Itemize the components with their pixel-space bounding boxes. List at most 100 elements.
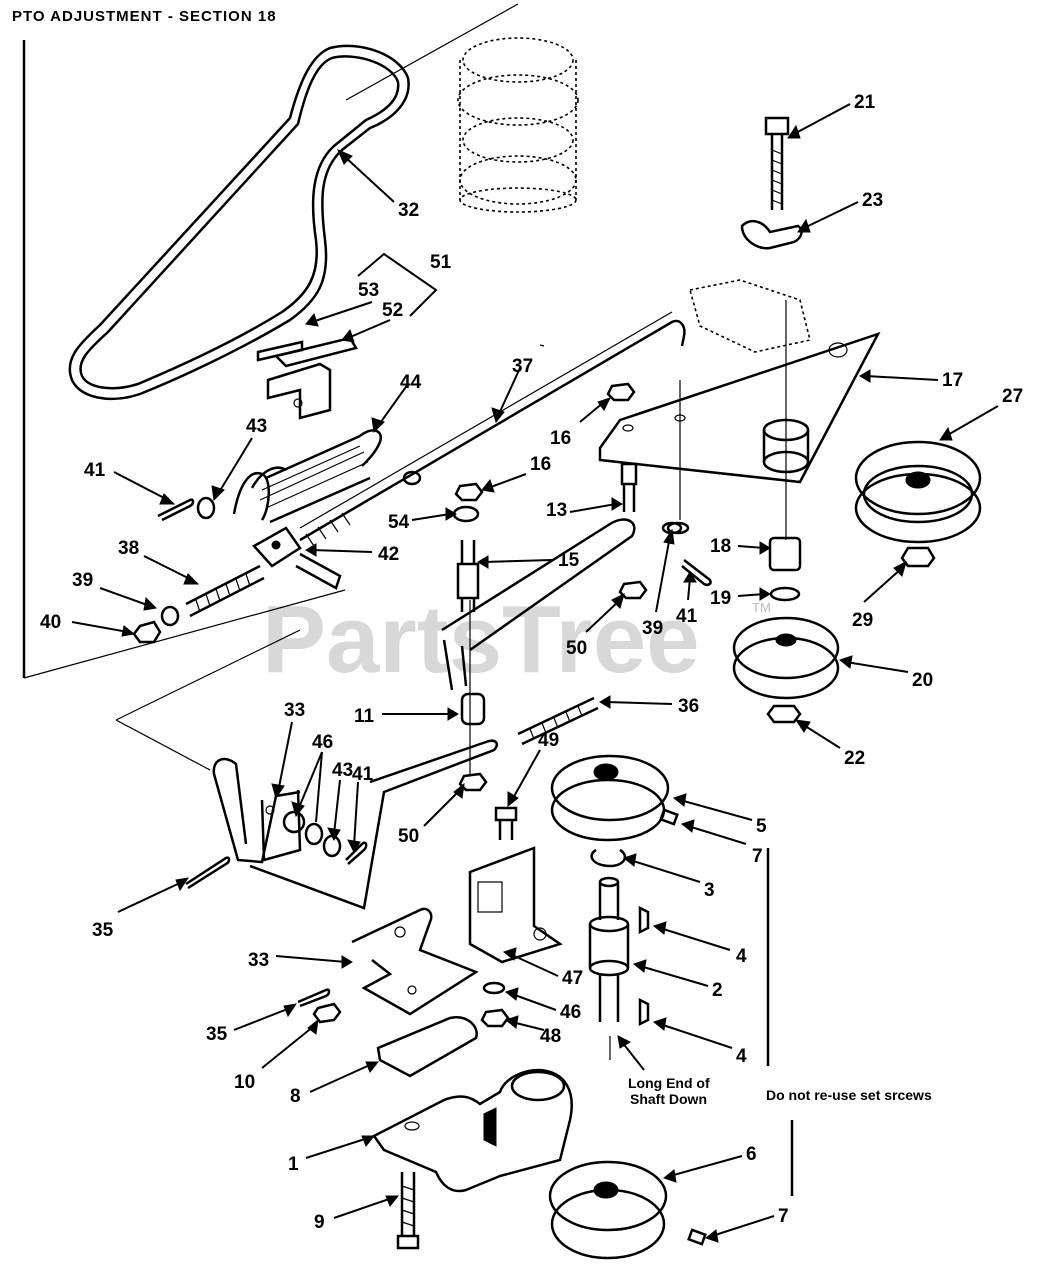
callout-50: 50: [566, 638, 587, 659]
bracket-47: [468, 846, 563, 964]
stud-13: [620, 462, 638, 512]
callout-32: 32: [398, 200, 419, 221]
callout-19: 19: [710, 588, 731, 609]
set-screw-7: [659, 808, 679, 826]
washer-46b: [304, 822, 324, 846]
callout-1: 1: [288, 1154, 299, 1175]
callout-27: 27: [1002, 386, 1023, 407]
washer-39: [160, 605, 180, 627]
callout-46: 46: [312, 732, 333, 753]
nut-16: [454, 482, 484, 502]
callout-4b: 4: [736, 1046, 747, 1067]
callout-39: 39: [72, 570, 93, 591]
callout-23: 23: [862, 190, 883, 211]
callout-7: 7: [752, 846, 763, 867]
belt-32: [68, 44, 410, 401]
callout-7b: 7: [778, 1206, 789, 1227]
callout-50b: 50: [398, 826, 419, 847]
callout-22: 22: [844, 748, 865, 769]
callout-40: 40: [40, 612, 61, 633]
callout-6: 6: [746, 1144, 757, 1165]
shaft-2: [588, 876, 630, 1022]
set-screw-7b: [687, 1228, 707, 1246]
pulley-5: [550, 754, 670, 842]
bracket-33: [351, 907, 479, 1016]
callout-35b: 35: [206, 1024, 228, 1045]
cotter-pin-41c: [345, 841, 368, 865]
swivel-42: [252, 526, 342, 590]
callout-35: 35: [92, 920, 114, 941]
nut-40: [132, 620, 162, 644]
frame-line-top: [345, 3, 519, 101]
spacer-18: [768, 536, 802, 572]
callout-48: 48: [540, 1026, 561, 1047]
callout-53: 53: [358, 280, 379, 301]
nut-16-top: [606, 382, 636, 402]
washer-19: [769, 586, 801, 602]
dashed-pulleys: [457, 37, 579, 213]
clamp-23: [740, 219, 803, 250]
cotter-pin-35b: [297, 988, 331, 1008]
bolt-49: [494, 806, 518, 840]
callout-2: 2: [712, 980, 723, 1001]
kit-51: [256, 336, 358, 420]
callout-43: 43: [246, 416, 267, 437]
leader-arrows: [71, 103, 999, 1243]
callout-42: 42: [378, 544, 399, 565]
bolt-21: [764, 116, 790, 210]
key-4: [638, 905, 650, 935]
washer-54: [452, 505, 480, 523]
nut-48: [480, 1008, 510, 1028]
washer-46c: [482, 981, 506, 995]
spring-38: [185, 564, 265, 618]
callout-41b: 41: [676, 606, 698, 627]
callout-52: 52: [382, 300, 403, 321]
callout-8: 8: [290, 1086, 301, 1107]
snap-ring-3: [590, 848, 627, 868]
callout-38: 38: [118, 538, 139, 559]
bolt-9: [396, 1172, 420, 1250]
callout-11: 11: [354, 706, 375, 727]
callout-13: 13: [546, 500, 567, 521]
callout-numbers: 21 23 32 51 53 52 37 44 17 27 16 43 41 1…: [40, 92, 1023, 1233]
callout-36: 36: [678, 696, 699, 717]
cotter-pin-35: [185, 856, 231, 890]
callout-9: 9: [314, 1212, 325, 1233]
cotter-pin-41: [157, 498, 195, 522]
callout-20: 20: [912, 670, 933, 691]
note-long-end-2: Shaft Down: [630, 1091, 707, 1107]
nut-10: [312, 1002, 342, 1024]
callout-37: 37: [512, 356, 533, 377]
callout-3: 3: [704, 880, 715, 901]
rod-37: [299, 311, 686, 547]
callout-16b: 16: [530, 454, 551, 475]
spring-44: [232, 429, 383, 524]
housing-1: [372, 1068, 573, 1193]
pulley-20: [732, 616, 840, 700]
callout-47: 47: [562, 968, 583, 989]
washer-46: [282, 810, 306, 834]
watermark-tm: TM: [752, 600, 771, 615]
callout-10: 10: [234, 1072, 255, 1093]
cotter-pin-41b: [681, 559, 712, 587]
frame-line: [23, 589, 346, 679]
standoff-15: [456, 540, 480, 612]
callout-51: 51: [430, 252, 452, 273]
nut-22: [766, 704, 802, 724]
callout-5: 5: [756, 816, 767, 837]
callout-43b: 43: [332, 760, 353, 781]
page-title: PTO ADJUSTMENT - SECTION 18: [12, 8, 277, 25]
nut-29: [900, 546, 936, 568]
pulley-6: [548, 1160, 668, 1260]
key-4b: [638, 997, 650, 1027]
washer-39b: [666, 521, 690, 535]
nut-50: [618, 580, 648, 600]
pulley-27: [854, 440, 982, 544]
nut-50b: [458, 772, 488, 792]
note-bracket-line: [766, 848, 794, 1196]
callout-29: 29: [852, 610, 873, 631]
callout-41c: 41: [352, 764, 374, 785]
washer-43b: [322, 834, 342, 858]
lever-33: [212, 739, 498, 910]
